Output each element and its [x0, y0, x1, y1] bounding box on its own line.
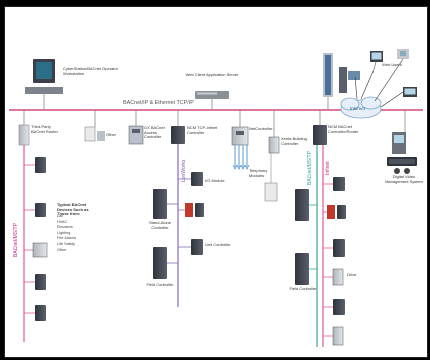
other-label: Other: [106, 132, 117, 137]
ncm-infinet-controller-icon: [171, 110, 185, 144]
list-item: Lail: [57, 214, 63, 218]
third-party-router-icon: [18, 110, 30, 146]
ip-access-controller-label: GX BACnet Access Controller: [144, 125, 165, 140]
ncm-bacnet-router-icon: [313, 110, 327, 145]
io-module-label: I/O Module: [205, 178, 225, 183]
list-item: Lighting: [57, 230, 71, 235]
workstation-label: CyberStation/BACnet Operator Workstation: [63, 66, 118, 76]
ethernet-bus-label: BACnet/IP & Ethernet TCP/IP: [123, 100, 194, 106]
ncm-infinet-label: NCM TCP-Infinet Controller: [187, 125, 218, 135]
dvms-label: Digital Video Management System: [385, 174, 423, 184]
ncm-bacnet-router-label: NCM BACnet Controller/Router: [328, 124, 359, 134]
list-item: Other: [57, 247, 67, 252]
telephony-label: Telephony Modules: [249, 168, 268, 178]
ip-access-controller-icon: [128, 110, 144, 145]
third-party-router-label: Third-Party BACnet Router: [31, 124, 58, 134]
lon-devices: [153, 172, 204, 279]
mstp-left-devices: [24, 157, 48, 321]
network-architecture-diagram: BACnet/IP & Ethernet TCP/IP Internet Cyb…: [4, 6, 428, 358]
other-devices-icon: [84, 110, 105, 142]
field-controller-label: Field Controller: [146, 282, 174, 287]
field-controller-right-label: Field Controller: [289, 286, 317, 291]
mstp-right-label: BACnet/MS/TP: [307, 151, 313, 185]
list-item: Life Safety: [57, 241, 75, 246]
stand-alone-controller-label: Stand-Alone Controller: [148, 220, 171, 230]
web-users-label: Web Users: [382, 62, 402, 67]
unit-controller-label: Unit Controller: [205, 242, 231, 247]
dvms-icon: [387, 110, 417, 174]
internet-label: Internet: [350, 106, 365, 111]
web-server-icon: [195, 91, 229, 110]
web-server-label: Web Client Application Server: [185, 72, 239, 77]
workstation-icon: [25, 59, 63, 110]
mstp-left-label: BACnet/MS/TP: [13, 223, 19, 257]
list-item: Elevators: [57, 225, 73, 230]
netcontroller-icon: [231, 110, 250, 170]
typical-devices-list: Lail HVAC Elevators Lighting Fire Alarms…: [57, 214, 76, 253]
list-item: HVAC: [57, 219, 68, 224]
diagram-canvas: [9, 49, 423, 347]
xenta-label: Xenta Building Controller: [281, 136, 307, 146]
right-bus-devices: [295, 177, 346, 346]
drive-label: Drive: [347, 272, 357, 277]
infinet-right-label: Infinet: [325, 161, 331, 175]
netcontroller-label: NetController: [249, 126, 273, 131]
xenta-controller-icon: [264, 110, 280, 202]
web-user-monitor-icon: [370, 49, 417, 97]
internet-cloud-icon: [340, 58, 404, 119]
server-rack-icon: [323, 53, 360, 110]
typical-devices-title: Typical BACnet Devices Such as Those fro…: [57, 202, 89, 217]
lon-label: LonWorks: [181, 159, 187, 182]
list-item: Fire Alarms: [57, 236, 77, 241]
